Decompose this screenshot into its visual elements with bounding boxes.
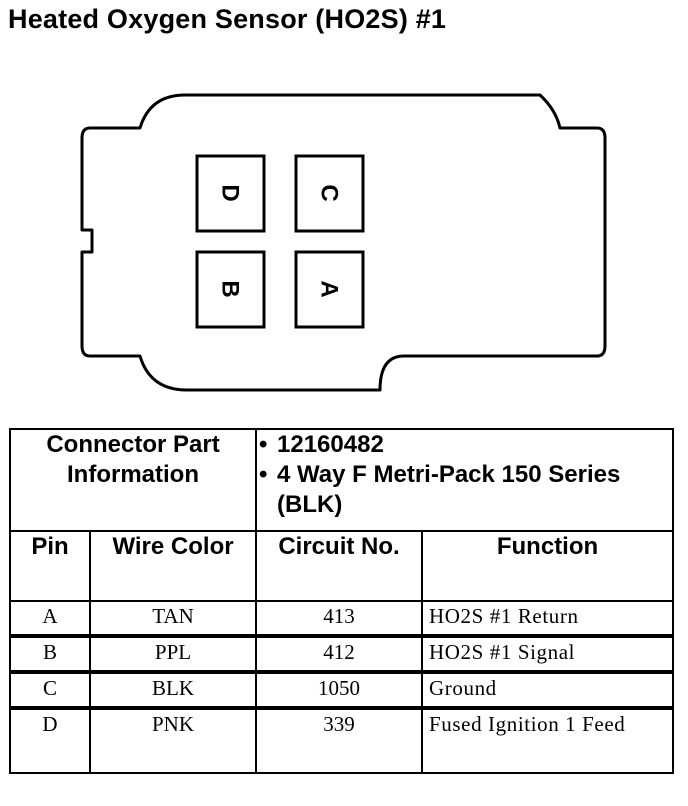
circuit-cell: 1050 — [255, 671, 424, 710]
function-cell: Ground — [421, 671, 675, 710]
wire-color-cell: BLK — [88, 671, 258, 710]
pin-d-label: D — [217, 184, 244, 201]
part-number-item: • 12160482 — [259, 431, 384, 458]
pin-cell: D — [9, 707, 91, 774]
pin-cell: C — [9, 671, 91, 710]
circuit-cell: 413 — [255, 600, 424, 638]
wire-color-cell: TAN — [88, 600, 258, 638]
function-cell: HO2S #1 Return — [421, 600, 675, 638]
col-header-circuit: Circuit No. — [255, 530, 424, 602]
connector-outline — [80, 93, 607, 392]
table-row: D PNK 339 Fused Ignition 1 Feed — [9, 707, 675, 774]
col-header-function: Function — [421, 530, 675, 602]
circuit-cell: 339 — [255, 707, 424, 774]
table-row: B PPL 412 HO2S #1 Signal — [9, 635, 675, 674]
part-info-values: • 12160482 • 4 Way F Metri-Pack 150 Seri… — [255, 428, 675, 532]
column-header-row: Pin Wire Color Circuit No. Function — [9, 530, 675, 602]
wire-color-cell: PNK — [88, 707, 258, 774]
connector-type-item: • 4 Way F Metri-Pack 150 Series (BLK) — [259, 461, 621, 518]
pin-a-cavity: A — [294, 250, 365, 329]
page-title: Heated Oxygen Sensor (HO2S) #1 — [8, 4, 447, 34]
pin-b-label: B — [217, 280, 244, 297]
pin-c-label: C — [316, 184, 343, 201]
part-info-label: Connector Part Information — [8, 428, 258, 532]
connector-info-table: Connector Part Information • 12160482 • … — [8, 428, 675, 774]
function-cell: HO2S #1 Signal — [421, 635, 675, 674]
pin-a-label: A — [316, 280, 343, 297]
col-header-wire-color: Wire Color — [88, 530, 258, 602]
pin-cell: A — [9, 600, 91, 638]
wire-color-cell: PPL — [88, 635, 258, 674]
pin-c-cavity: C — [294, 154, 365, 233]
col-header-pin: Pin — [9, 530, 91, 602]
part-info-row: Connector Part Information • 12160482 • … — [8, 428, 675, 532]
bullet-icon: • — [259, 431, 268, 458]
pin-d-cavity: D — [195, 154, 266, 233]
pin-cell: B — [9, 635, 91, 674]
bullet-icon: • — [259, 461, 268, 488]
connector-face-diagram: D C B A — [80, 93, 607, 392]
table-row: C BLK 1050 Ground — [9, 671, 675, 710]
function-cell: Fused Ignition 1 Feed — [421, 707, 675, 774]
circuit-cell: 412 — [255, 635, 424, 674]
table-row: A TAN 413 HO2S #1 Return — [9, 600, 675, 638]
pin-b-cavity: B — [195, 250, 266, 329]
